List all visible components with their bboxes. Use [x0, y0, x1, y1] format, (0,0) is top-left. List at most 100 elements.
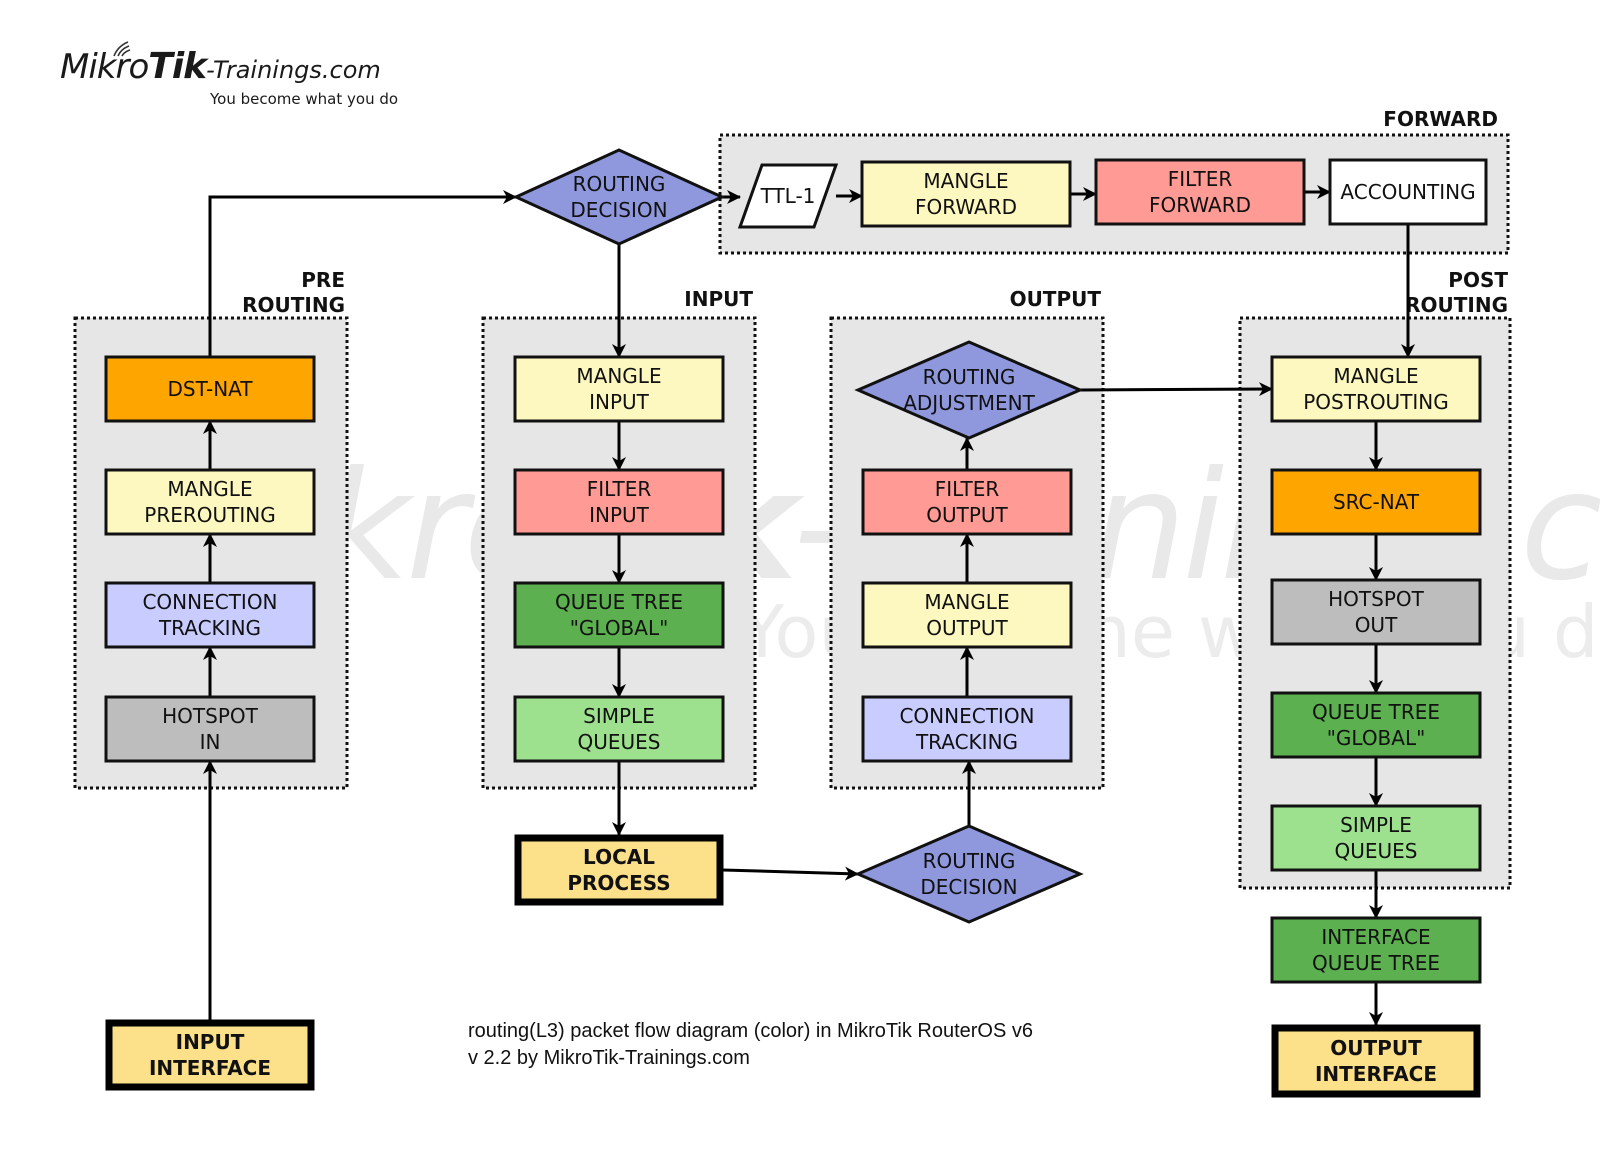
logo-brand: MikroTik-Trainings.com — [60, 46, 381, 87]
node-shape — [104, 468, 316, 536]
node-label: QUEUES — [578, 730, 661, 754]
node-shape — [513, 695, 725, 763]
node-label: IN — [200, 730, 221, 754]
node-shape — [513, 468, 725, 536]
node-shape — [854, 824, 1084, 924]
node-label: MANGLE — [924, 590, 1009, 614]
node-label: OUTPUT — [926, 503, 1008, 527]
node-shape — [861, 695, 1073, 763]
node-shape — [1270, 468, 1482, 536]
node-label: QUEUE TREE — [1312, 951, 1440, 975]
node-shape — [104, 355, 316, 423]
node-shape — [854, 340, 1084, 440]
node-shape — [861, 581, 1073, 649]
node-label: FILTER — [587, 477, 652, 501]
node-label: QUEUE TREE — [1312, 700, 1440, 724]
group-label: ROUTING — [242, 293, 345, 317]
node-label: POSTROUTING — [1303, 390, 1449, 414]
node-label: DST-NAT — [168, 377, 254, 401]
node-label: MANGLE — [167, 477, 252, 501]
flow-arrow-routing-adjustment-to-mangle-postrouting — [1079, 382, 1273, 397]
node-label: "GLOBAL" — [570, 616, 669, 640]
node-shape — [513, 355, 725, 423]
node-label: OUTPUT — [1330, 1036, 1422, 1060]
node-label: FORWARD — [915, 195, 1017, 219]
node-shape — [514, 834, 724, 906]
node-label: PROCESS — [567, 871, 670, 895]
node-label: INPUT — [176, 1030, 245, 1054]
node-queue-tree-global-post: QUEUE TREE"GLOBAL" — [1270, 691, 1482, 759]
node-shape — [512, 148, 726, 246]
node-label: FILTER — [935, 477, 1000, 501]
node-label: ADJUSTMENT — [903, 391, 1035, 415]
node-label: TRACKING — [158, 616, 261, 640]
node-dst-nat: DST-NAT — [104, 355, 316, 423]
node-label: CONNECTION — [142, 590, 277, 614]
node-shape — [1094, 158, 1306, 226]
node-shape — [513, 581, 725, 649]
node-label: SRC-NAT — [1333, 490, 1420, 514]
node-label: PREROUTING — [144, 503, 275, 527]
node-label: INPUT — [589, 503, 650, 527]
node-label: INTERFACE — [1315, 1062, 1437, 1086]
node-label: MANGLE — [576, 364, 661, 388]
node-queue-tree-global-input: QUEUE TREE"GLOBAL" — [513, 581, 725, 649]
node-label: ACCOUNTING — [1340, 180, 1475, 204]
node-shape — [1270, 578, 1482, 646]
diagram-caption: routing(L3) packet flow diagram (color) … — [468, 1018, 1033, 1072]
group-label: ROUTING — [1405, 293, 1508, 317]
group-label: INPUT — [684, 287, 753, 311]
node-label: QUEUES — [1335, 839, 1418, 863]
node-label: TRACKING — [915, 730, 1018, 754]
node-shape — [104, 581, 316, 649]
node-accounting: ACCOUNTING — [1328, 158, 1488, 226]
node-label: HOTSPOT — [1328, 587, 1424, 611]
node-label: INPUT — [589, 390, 650, 414]
node-label: SIMPLE — [1340, 813, 1412, 837]
node-shape — [737, 163, 839, 229]
node-ttl-1: TTL-1 — [737, 163, 839, 229]
group-label: OUTPUT — [1010, 287, 1102, 311]
node-shape — [105, 1019, 315, 1091]
node-label: DECISION — [570, 198, 667, 222]
caption-title: routing(L3) packet flow diagram (color) … — [468, 1020, 1034, 1042]
node-shape — [104, 695, 316, 763]
node-label: DECISION — [920, 875, 1017, 899]
node-label: ROUTING — [923, 849, 1016, 873]
node-label: MANGLE — [1333, 364, 1418, 388]
node-shape — [1270, 691, 1482, 759]
node-label: MANGLE — [923, 169, 1008, 193]
node-label: ROUTING — [923, 365, 1016, 389]
logo-tagline: You become what you do — [210, 90, 399, 108]
node-label: INTERFACE — [1321, 925, 1430, 949]
node-label: CONNECTION — [899, 704, 1034, 728]
logo: MikroTik-Trainings.com You become what y… — [60, 38, 420, 118]
flow-arrow-dst-nat-to-routing-decision-1 — [208, 190, 517, 357]
node-label: OUT — [1355, 613, 1398, 637]
node-label: LOCAL — [583, 845, 655, 869]
node-shape — [1328, 158, 1488, 226]
node-label: HOTSPOT — [162, 704, 258, 728]
group-label: PRE — [301, 268, 345, 292]
node-shape — [1270, 916, 1482, 984]
node-shape — [1270, 804, 1482, 872]
group-label: FORWARD — [1383, 107, 1498, 131]
